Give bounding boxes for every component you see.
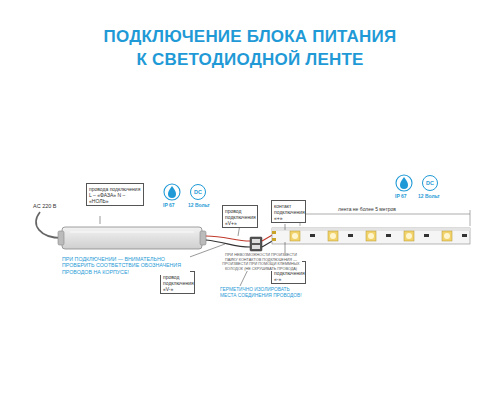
led-chip bbox=[404, 231, 414, 241]
led-chip bbox=[442, 231, 452, 241]
dc-voltage-badge: DC bbox=[422, 175, 438, 191]
title-wrap: ПОДКЛЮЧЕНИЕ БЛОКА ПИТАНИЯ К СВЕТОДИОДНОЙ… bbox=[0, 26, 500, 72]
resistor bbox=[310, 234, 315, 237]
callout-box: провода подключения L – «ФАЗА» N – «НОЛЬ… bbox=[86, 183, 144, 206]
led-strip bbox=[272, 228, 470, 244]
callout-text: провод подключения «V-» bbox=[163, 274, 192, 292]
note-label: ПРИ НЕВОЗМОЖНОСТИ ПРОИЗВЕСТИ ПАЙКУ КОНТА… bbox=[220, 253, 302, 271]
callout-box: контакт подключения «+» bbox=[271, 200, 306, 223]
callout-text: провод подключения «V+» bbox=[225, 208, 255, 226]
terminal-block bbox=[250, 237, 262, 251]
led-chip bbox=[290, 231, 300, 241]
resistor bbox=[348, 234, 353, 237]
note-label: IP 67 bbox=[395, 193, 407, 199]
wire-minus bbox=[206, 240, 250, 247]
dc-voltage-badge: DC bbox=[190, 184, 206, 200]
led-lens bbox=[406, 233, 412, 239]
note-label: 12 Вольт bbox=[188, 202, 210, 208]
note-label: ГЕРМЕТИЧНО ИЗОЛИРОВАТЬ МЕСТА СОЕДИНЕНИЯ … bbox=[220, 287, 304, 299]
resistor bbox=[462, 234, 467, 237]
note-label: ПРИ ПОДКЛЮЧЕНИИ — ВНИМАТЕЛЬНО ПРОВЕРИТЬ … bbox=[62, 256, 190, 275]
note-label: лента не более 5 метров bbox=[338, 206, 396, 212]
badge-text: DC bbox=[426, 180, 434, 186]
led-lens bbox=[444, 233, 450, 239]
callout-box: провод подключения «V+» bbox=[222, 205, 258, 228]
led-lens bbox=[292, 233, 298, 239]
resistor bbox=[424, 234, 429, 237]
dimension-line bbox=[300, 210, 470, 226]
led-chip bbox=[366, 231, 376, 241]
note-label: 12 Вольт bbox=[418, 193, 440, 199]
power-supply bbox=[58, 227, 206, 249]
callout-text: контакт подключения «+» bbox=[274, 203, 303, 221]
callout-text: провода подключения L – «ФАЗА» N – «НОЛЬ… bbox=[89, 186, 141, 204]
resistor bbox=[386, 234, 391, 237]
title: ПОДКЛЮЧЕНИЕ БЛОКА ПИТАНИЯ К СВЕТОДИОДНОЙ… bbox=[101, 26, 400, 72]
wire-plus bbox=[206, 236, 250, 241]
badge-text: DC bbox=[194, 189, 202, 195]
led-lens bbox=[330, 233, 336, 239]
ip-drop-icon bbox=[164, 184, 180, 200]
led-lens bbox=[368, 233, 374, 239]
ip-drop-icon bbox=[396, 175, 412, 191]
led-chip bbox=[328, 231, 338, 241]
note-label: AC 220 В bbox=[33, 203, 57, 210]
note-label: IP 67 bbox=[163, 202, 175, 208]
